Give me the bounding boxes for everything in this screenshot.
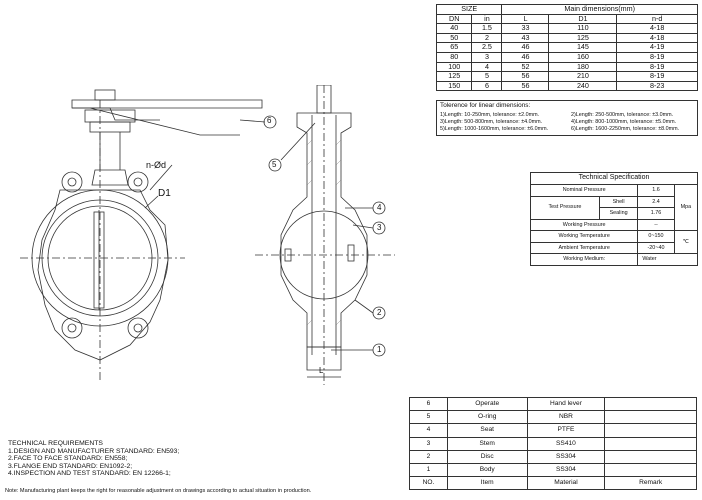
callout-6: 6: [267, 116, 272, 125]
callout-1: 1: [377, 345, 382, 354]
section-view-drawing: [255, 85, 395, 385]
unit-celsius: ℃: [673, 230, 699, 254]
size-table: SIZE Main dimensions(mm) DN in L D1 n-d …: [435, 4, 698, 92]
tech-req-item: 2.FACE TO FACE STANDARD: EN558;: [8, 455, 128, 463]
tech-req-item: 1.DESIGN AND MANUFACTURER STANDARD: EN59…: [8, 447, 180, 455]
tolerance-title: Tolerence for linear dimensions:: [440, 102, 531, 109]
callout-4: 4: [377, 203, 382, 212]
tolerance-item: 3)Length: 500-800mm, tolerance: ±4.0mm.: [440, 119, 543, 125]
spec-title: Technical Specification: [530, 172, 698, 185]
callout-3: 3: [377, 223, 382, 232]
unit-mpa: Mpa: [673, 184, 699, 231]
main-dim-header: Main dimensions(mm): [501, 4, 698, 15]
tolerance-item: 2)Length: 250-500mm, tolerance: ±3.0mm.: [571, 112, 674, 118]
l-dim-label: L: [319, 366, 324, 375]
bom-col-headers: NO. Item Material Remark: [409, 476, 697, 491]
nd-label: n-Ød: [146, 160, 167, 170]
callout-2: 2: [377, 308, 382, 317]
footer-note: Note: Manufacturing plant keeps the righ…: [5, 488, 312, 494]
callout-5: 5: [272, 160, 277, 169]
tech-req-item: 4.INSPECTION AND TEST STANDARD: EN 12266…: [8, 470, 171, 478]
tolerance-item: 1)Length: 10-250mm, tolerance: ±2.0mm.: [440, 112, 540, 118]
tolerance-item: 6)Length: 1600-2250mm, tolerance: ±8.0mm…: [571, 126, 680, 132]
tolerance-box: Tolerence for linear dimensions: 1)Lengt…: [436, 100, 698, 136]
tolerance-item: 5)Length: 1000-1600mm, tolerance: ±6.0mm…: [440, 126, 549, 132]
size-header: SIZE: [435, 4, 503, 15]
front-view-drawing: [20, 89, 277, 380]
technical-requirements: TECHNICAL REQUIREMENTS 1.DESIGN AND MANU…: [8, 440, 179, 478]
technical-specification-table: Technical Specification Nominal Pressure…: [529, 172, 699, 266]
tech-req-item: 3.FLANGE END STANDARD: EN1092-2;: [8, 462, 133, 470]
tech-req-title: TECHNICAL REQUIREMENTS: [8, 440, 103, 447]
tolerance-item: 4)Length: 800-1000mm, tolerance: ±5.0mm.: [571, 119, 677, 125]
d1-label: D1: [158, 188, 171, 199]
